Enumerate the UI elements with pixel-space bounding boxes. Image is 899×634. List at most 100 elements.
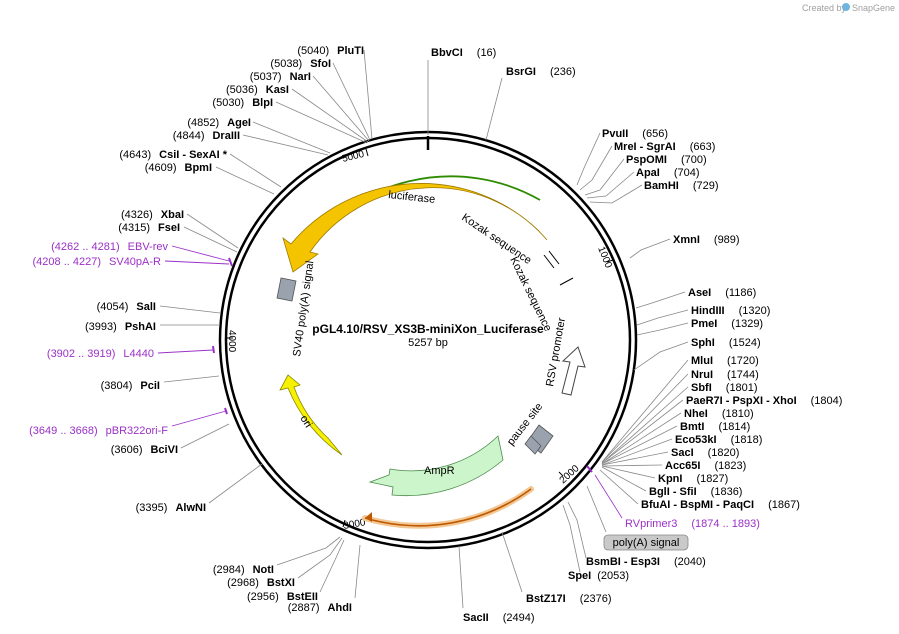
leader-bstz17i <box>501 531 523 593</box>
enzyme-label-pspomi[interactable]: PspOMI(700) <box>626 154 707 166</box>
primer-mark-ebv-rev <box>228 257 233 267</box>
enzyme-label-bcivi[interactable]: (3606)BciVI <box>111 444 178 456</box>
enzyme-label-noti[interactable]: (2984)NotI <box>213 564 274 576</box>
leader-draiii <box>242 134 329 156</box>
enzyme-label-sfoi[interactable]: (5038)SfoI <box>270 58 331 70</box>
enzyme-label-bstxi[interactable]: (2968)BstXI <box>227 577 295 589</box>
enzyme-label-blpi[interactable]: (5030)BlpI <box>212 97 273 109</box>
enzyme-label-eco53ki[interactable]: Eco53kI(1818) <box>675 434 762 446</box>
enzyme-label-mrei-sgrai[interactable]: MreI - SgrAI(663) <box>614 141 715 153</box>
enzyme-label-pshai[interactable]: (3993)PshAI <box>85 321 156 333</box>
leader-polya <box>586 485 607 533</box>
enzyme-label-saci[interactable]: SacI(1820) <box>671 447 739 459</box>
enzyme-label-pmei[interactable]: PmeI(1329) <box>691 318 763 330</box>
credit-text: Created by <box>802 3 847 13</box>
leader-sacii <box>458 545 464 609</box>
tick-label-4000: 4000 <box>226 330 237 353</box>
leader-sfoi <box>332 62 371 141</box>
plasmid-name: pGL4.10/RSV_XS3B-miniXon_Luciferase <box>312 322 544 336</box>
enzyme-label-sacii[interactable]: SacII(2494) <box>463 612 534 624</box>
primer-label-ebv-rev[interactable]: (4262 .. 4281)EBV-rev <box>51 241 168 253</box>
sv40-polya-label: SV40 poly(A) signal <box>291 260 316 357</box>
leader-nhei <box>601 412 682 465</box>
leader-agei <box>252 121 331 154</box>
enzyme-label-nari[interactable]: (5037)NarI <box>250 71 311 83</box>
leader-sphi <box>633 341 689 371</box>
primer-label-rvprimer3[interactable]: RVprimer3(1874 .. 1893) <box>625 518 760 530</box>
enzyme-label-fsei[interactable]: (4315)FseI <box>118 222 180 234</box>
enzyme-label-sbfi[interactable]: SbfI(1801) <box>691 382 758 394</box>
enzyme-label-csii-sexai[interactable]: (4643)CsiI - SexAI * <box>119 149 227 161</box>
primer-label-pbr322ori-f[interactable]: (3649 .. 3668)pBR322ori-F <box>29 425 168 437</box>
enzyme-label-pluti[interactable]: (5040)PluTI <box>297 45 364 57</box>
enzyme-label-pvuii[interactable]: PvuII(656) <box>602 128 668 140</box>
enzyme-label-asei[interactable]: AseI(1186) <box>688 287 756 299</box>
enzyme-label-apai[interactable]: ApaI(704) <box>636 167 700 179</box>
leader-ahdi <box>354 544 361 599</box>
enzyme-label-bmti[interactable]: BmtI(1814) <box>680 421 750 433</box>
leader-noti <box>276 536 341 566</box>
enzyme-label-mlui[interactable]: MluI(1720) <box>691 355 759 367</box>
leader-asei <box>635 291 686 309</box>
enzyme-label-ahdi[interactable]: (2887)AhdI <box>288 602 352 614</box>
leader-rvprimer3 <box>594 474 623 519</box>
leader-pluti <box>363 49 373 140</box>
tick-label-1000: 1000 <box>595 245 614 270</box>
enzyme-label-bgli-sfii[interactable]: BglI - SfiI(1836) <box>649 486 742 498</box>
enzyme-label-sphi[interactable]: SphI(1524) <box>691 337 761 349</box>
leader-pvuii <box>576 132 601 186</box>
leader-ebv-rev <box>171 245 230 262</box>
enzyme-label-bpmi[interactable]: (4609)BpmI <box>145 162 212 174</box>
enzyme-label-sali[interactable]: (4054)SalI <box>97 301 156 313</box>
enzyme-label-nrui[interactable]: NruI(1744) <box>691 369 759 381</box>
leader-mlui <box>601 359 689 463</box>
leader-l4440 <box>157 349 214 354</box>
kozak-marker-1b <box>548 250 560 265</box>
enzyme-label-alwni[interactable]: (3395)AlwNI <box>136 502 206 514</box>
primer-label-sv40pa-r[interactable]: (4208 .. 4227)SV40pA-R <box>33 256 162 268</box>
enzyme-label-acc65i[interactable]: Acc65I(1823) <box>665 460 746 472</box>
enzyme-label-paer7i-pspxi-xhoi[interactable]: PaeR7I - PspXI - XhoI(1804) <box>686 395 842 407</box>
tick-mark-2000 <box>558 471 564 477</box>
pause-site-feature-b <box>524 435 542 455</box>
enzyme-label-pcii[interactable]: (3804)PciI <box>101 380 160 392</box>
primer-mark-l4440 <box>212 345 215 354</box>
snapgene-logo-icon <box>842 3 850 11</box>
enzyme-label-bfuai-bspmi-paqci[interactable]: BfuAI - BspMI - PaqCI(1867) <box>641 499 800 511</box>
primer-label-l4440[interactable]: (3902 .. 3919)L4440 <box>47 348 154 360</box>
ampr-promoter-halo <box>362 486 534 529</box>
enzyme-label-xbai[interactable]: (4326)XbaI <box>121 209 184 221</box>
enzyme-label-bamhi[interactable]: BamHI(729) <box>644 180 719 192</box>
tick-mark-5000 <box>365 148 369 157</box>
leader-bsteii <box>319 539 345 593</box>
ampr-promoter-line <box>364 488 532 527</box>
enzyme-label-xmni[interactable]: XmnI(989) <box>673 234 740 246</box>
enzyme-label-bsteii[interactable]: (2956)BstEII <box>247 591 318 603</box>
tick-label-3000: 3000 <box>343 517 367 532</box>
enzyme-label-bsrgi[interactable]: BsrGI(236) <box>506 66 576 78</box>
enzyme-label-kasi[interactable]: (5036)KasI <box>226 84 289 96</box>
ori-feature <box>279 374 343 456</box>
enzyme-labels: BbvCI(16) BsrGI(236) PvuII(656) MreI - S… <box>431 47 842 624</box>
enzyme-labels-left: (2887)AhdI (2956)BstEII (2968)BstXI (298… <box>29 45 364 614</box>
enzyme-label-kpni[interactable]: KpnI(1827) <box>658 473 728 485</box>
leader-bsmbi <box>567 501 587 559</box>
leader-pbr322ori-f <box>171 410 227 427</box>
enzyme-label-bbvci[interactable]: BbvCI(16) <box>431 47 496 59</box>
leader-pspomi <box>584 158 625 196</box>
luciferase-label: luciferase <box>388 189 436 206</box>
leader-sv40pa-r <box>164 260 230 265</box>
tick-label-5000: 5000 <box>341 149 366 165</box>
enzyme-label-nhei[interactable]: NheI(1810) <box>684 408 754 420</box>
enzyme-label-agei[interactable]: (4852)AgeI <box>187 117 251 129</box>
enzyme-label-hindiii[interactable]: HindIII(1320) <box>691 305 770 317</box>
leader-pmei <box>636 322 689 336</box>
enzyme-label-draiii[interactable]: (4844)DraIII <box>173 130 240 142</box>
enzyme-label-bsmbi-esp3i[interactable]: BsmBI - Esp3I(2040) <box>586 556 706 568</box>
leader-csii <box>229 153 282 188</box>
enzyme-label-bstz17i[interactable]: BstZ17I(2376) <box>526 593 612 605</box>
leader-bsrgi <box>485 77 503 141</box>
enzyme-label-spei[interactable]: SpeI(2053) <box>568 570 629 582</box>
sv40-polya-feature <box>276 277 297 302</box>
